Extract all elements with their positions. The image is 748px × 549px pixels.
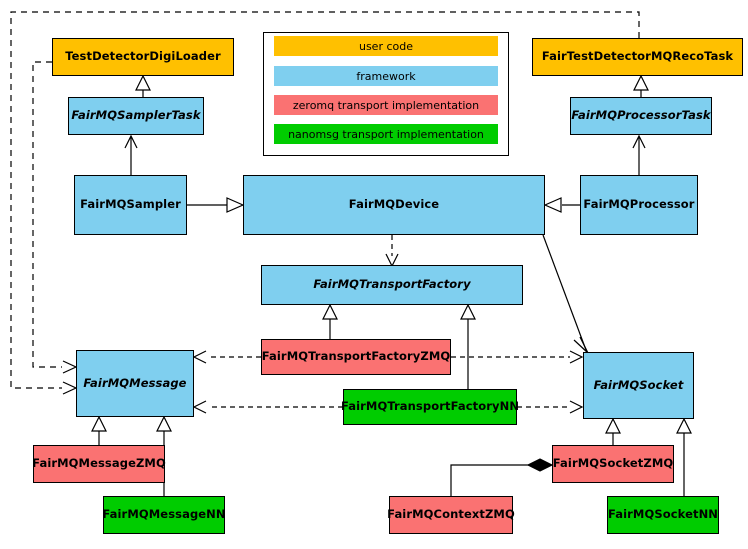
class-node-fairmqsamplertask[interactable]: FairMQSamplerTask bbox=[68, 97, 204, 135]
class-label: TestDetectorDigiLoader bbox=[65, 49, 221, 64]
class-label: FairTestDetectorMQRecoTask bbox=[541, 49, 734, 64]
class-node-testdetectordigiloader[interactable]: TestDetectorDigiLoader bbox=[52, 38, 234, 76]
class-node-fairmqtransportfactory[interactable]: FairMQTransportFactory bbox=[261, 265, 523, 305]
class-label: FairMQSocketZMQ bbox=[552, 456, 674, 471]
class-node-fairtestdetectormqrecotask[interactable]: FairTestDetectorMQRecoTask bbox=[532, 38, 743, 76]
edge-device-to-socket bbox=[542, 234, 589, 354]
edge-messagezmq-to-message bbox=[91, 415, 107, 445]
legend-item-framework: framework bbox=[274, 66, 498, 86]
class-label: FairMQDevice bbox=[348, 197, 440, 212]
class-label: FairMQSocketNN bbox=[607, 507, 719, 522]
class-node-fairmqdevice[interactable]: FairMQDevice bbox=[243, 175, 545, 235]
class-label: FairMQProcessor bbox=[583, 197, 695, 212]
class-node-fairmqmessagenn[interactable]: FairMQMessageNN bbox=[102, 496, 226, 534]
class-label: FairMQSocket bbox=[593, 377, 684, 392]
class-label: FairMQSamplerTask bbox=[71, 108, 201, 123]
class-node-fairmqsampler[interactable]: FairMQSampler bbox=[74, 175, 187, 235]
class-label: FairMQSampler bbox=[80, 197, 181, 212]
edge-processortask-to-recotask bbox=[633, 74, 649, 97]
class-node-fairmqsocket[interactable]: FairMQSocket bbox=[583, 352, 694, 419]
class-label: FairMQTransportFactory bbox=[313, 277, 471, 292]
legend-item-nanomsg: nanomsg transport implementation bbox=[274, 124, 498, 144]
class-label: FairMQMessageNN bbox=[102, 507, 226, 522]
class-node-fairmqsocketnn[interactable]: FairMQSocketNN bbox=[607, 496, 719, 534]
class-node-fairmqsocketzmq[interactable]: FairMQSocketZMQ bbox=[552, 445, 674, 483]
edge-tfnn-to-socket bbox=[517, 400, 584, 414]
class-label: FairMQMessage bbox=[83, 375, 187, 390]
legend-label-framework: framework bbox=[356, 69, 416, 83]
class-label: FairMQTransportFactoryNN bbox=[340, 399, 520, 414]
class-node-fairmqmessage[interactable]: FairMQMessage bbox=[76, 350, 194, 417]
edge-tfzmq-to-socket bbox=[451, 350, 584, 364]
edge-sampler-to-samplertask bbox=[124, 134, 138, 175]
class-node-fairmqtransportfactorynn[interactable]: FairMQTransportFactoryNN bbox=[340, 389, 520, 425]
class-label: FairMQMessageZMQ bbox=[32, 456, 166, 471]
legend-item-zeromq: zeromq transport implementation bbox=[274, 95, 498, 115]
class-node-fairmqcontextzmq[interactable]: FairMQContextZMQ bbox=[387, 496, 515, 534]
class-node-fairmqtransportfactoryzmq[interactable]: FairMQTransportFactoryZMQ bbox=[261, 339, 451, 375]
legend-item-user-code: user code bbox=[274, 36, 498, 56]
edge-device-to-transportfactory bbox=[385, 235, 399, 268]
class-label: FairMQProcessorTask bbox=[571, 108, 711, 123]
edge-samplertask-to-digiloader bbox=[135, 74, 151, 97]
legend-label-user-code: user code bbox=[358, 39, 414, 53]
class-node-fairmqprocessortask[interactable]: FairMQProcessorTask bbox=[570, 97, 712, 135]
edge-tfzmq-to-message bbox=[192, 350, 261, 364]
edge-tfzmq-to-transportfactory bbox=[322, 303, 338, 339]
legend-label-zeromq: zeromq transport implementation bbox=[292, 98, 480, 112]
legend-label-nanomsg: nanomsg transport implementation bbox=[288, 127, 484, 141]
edge-tfnn-to-transportfactory bbox=[460, 303, 476, 389]
edge-socketzmq-to-socket bbox=[605, 417, 621, 445]
edge-tfnn-to-message bbox=[192, 400, 343, 414]
edge-processor-to-device bbox=[543, 197, 580, 213]
class-label: FairMQContextZMQ bbox=[387, 507, 515, 522]
class-node-fairmqprocessor[interactable]: FairMQProcessor bbox=[580, 175, 698, 235]
edge-socketnn-to-socket bbox=[676, 417, 692, 496]
edge-processor-to-processortask bbox=[632, 134, 646, 175]
class-label: FairMQTransportFactoryZMQ bbox=[261, 349, 451, 364]
class-node-fairmqmessagezmq[interactable]: FairMQMessageZMQ bbox=[32, 445, 166, 483]
edge-contextzmq-to-socketzmq bbox=[450, 458, 554, 496]
edge-sampler-to-device bbox=[187, 197, 245, 213]
